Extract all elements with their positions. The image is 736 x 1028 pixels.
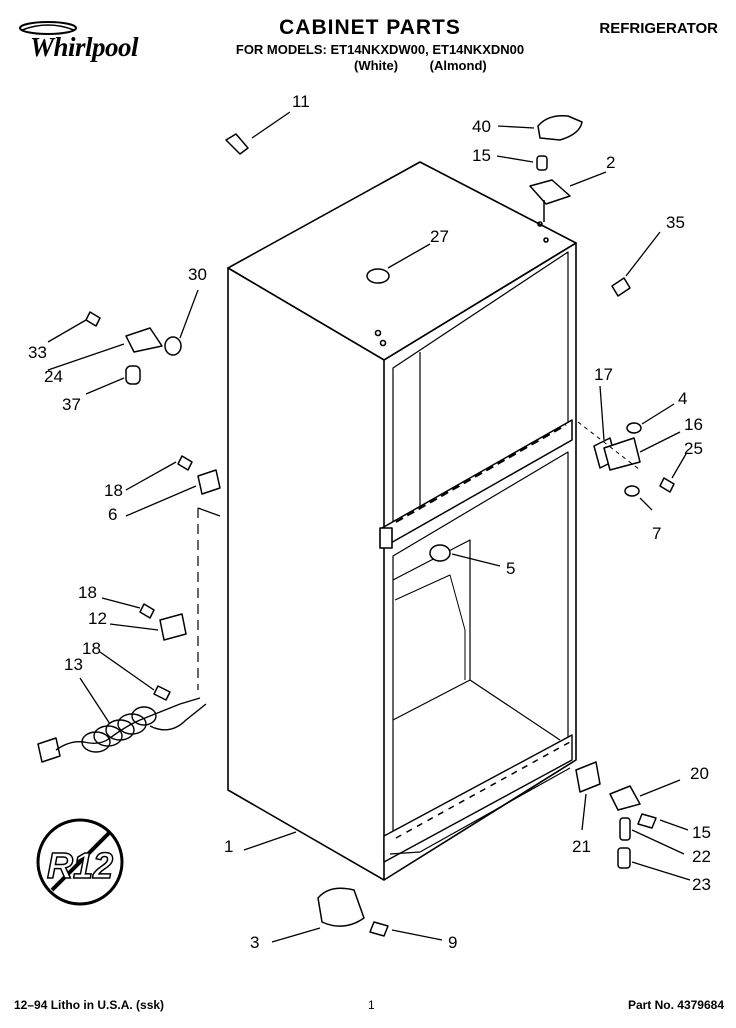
footer-litho: 12–94 Litho in U.S.A. (ssk) bbox=[14, 998, 165, 1012]
part-27-plug bbox=[366, 268, 390, 284]
part-18-screw-b bbox=[139, 603, 155, 619]
callout-21: 22 bbox=[692, 847, 711, 866]
part-23-bracket bbox=[575, 761, 601, 793]
color-white: (White) bbox=[354, 58, 399, 73]
part-40-hinge-cover bbox=[537, 114, 583, 141]
callout-18-b: 18 bbox=[78, 583, 97, 602]
callout-11: 11 bbox=[292, 92, 310, 111]
whirlpool-logo: Whirlpool bbox=[8, 18, 168, 68]
part-37-bushing bbox=[125, 365, 141, 385]
callout-13: 13 bbox=[64, 655, 83, 674]
callout-6: 6 bbox=[108, 505, 118, 524]
callout-12: 12 bbox=[88, 609, 107, 628]
part-16-center-hinge bbox=[603, 437, 641, 471]
callout-3: 3 bbox=[250, 933, 260, 952]
logo-swirl-icon bbox=[19, 21, 77, 35]
callout-5: 5 bbox=[506, 559, 516, 578]
part-21-pin bbox=[619, 817, 631, 841]
part-9-screw bbox=[369, 921, 389, 937]
footer-page-number: 1 bbox=[368, 998, 375, 1012]
part-13-power-cord bbox=[37, 737, 61, 763]
callout-23: 21 bbox=[572, 837, 591, 856]
part-35-stop bbox=[611, 277, 631, 297]
callout-16: 16 bbox=[684, 415, 703, 434]
footer-part-number: Part No. 4379684 bbox=[627, 998, 724, 1012]
part-18-screw-a bbox=[177, 455, 193, 471]
page-title: CABINET PARTS bbox=[279, 16, 461, 39]
category-label: REFRIGERATOR bbox=[599, 20, 718, 37]
callout-18-c: 18 bbox=[82, 639, 101, 658]
callout-40: 40 bbox=[472, 117, 491, 136]
callout-18-a: 18 bbox=[104, 481, 123, 500]
callout-27: 27 bbox=[430, 227, 449, 246]
part-5-plug bbox=[429, 544, 451, 562]
r12-badge: R12 bbox=[36, 818, 124, 906]
callout-4: 4 bbox=[678, 389, 688, 408]
r12-badge-label: R12 bbox=[47, 845, 113, 886]
part-15-screw-top bbox=[536, 155, 548, 171]
callout-22: 23 bbox=[692, 875, 711, 894]
part-15-screw-bottom bbox=[637, 813, 657, 829]
callout-15-bottom: 15 bbox=[692, 823, 711, 842]
color-almond: (Almond) bbox=[429, 58, 487, 73]
part-2-top-hinge bbox=[529, 179, 571, 205]
part-22-screw bbox=[617, 847, 631, 869]
part-18-screw-c bbox=[153, 685, 171, 701]
callout-17: 17 bbox=[594, 365, 613, 384]
part-25-screw bbox=[659, 477, 675, 493]
part-24-bracket bbox=[125, 327, 163, 353]
model-colors: (White) (Almond) bbox=[340, 58, 500, 73]
callout-9: 9 bbox=[448, 933, 458, 952]
part-33-screw bbox=[85, 311, 101, 327]
callout-37: 37 bbox=[62, 395, 81, 414]
cabinet-front-frame bbox=[383, 242, 577, 881]
callout-1: 1 bbox=[224, 837, 234, 856]
callout-15-top: 15 bbox=[472, 146, 491, 165]
callout-33: 33 bbox=[28, 343, 47, 362]
callout-25: 25 bbox=[684, 439, 703, 458]
callout-35: 35 bbox=[666, 213, 685, 232]
part-7-washer bbox=[624, 485, 640, 497]
models-subtitle: FOR MODELS: ET14NKXDW00, ET14NKXDN00 bbox=[235, 42, 525, 57]
callout-2: 2 bbox=[606, 153, 616, 172]
callout-7: 7 bbox=[652, 524, 662, 543]
callout-24: 24 bbox=[44, 367, 63, 386]
part-4-washer bbox=[626, 422, 642, 434]
cabinet-left-side bbox=[227, 267, 385, 881]
part-12-clamp bbox=[159, 613, 187, 641]
part-6-clamp bbox=[197, 469, 221, 495]
callout-30: 30 bbox=[188, 265, 207, 284]
center-rail bbox=[381, 419, 573, 549]
callout-20: 20 bbox=[690, 764, 709, 783]
part-11-screw bbox=[225, 133, 249, 155]
part-3-bottom-hinge bbox=[317, 887, 365, 927]
part-20-hinge bbox=[609, 785, 641, 811]
part-30-washer bbox=[164, 336, 182, 356]
brand-name: Whirlpool bbox=[30, 32, 139, 62]
